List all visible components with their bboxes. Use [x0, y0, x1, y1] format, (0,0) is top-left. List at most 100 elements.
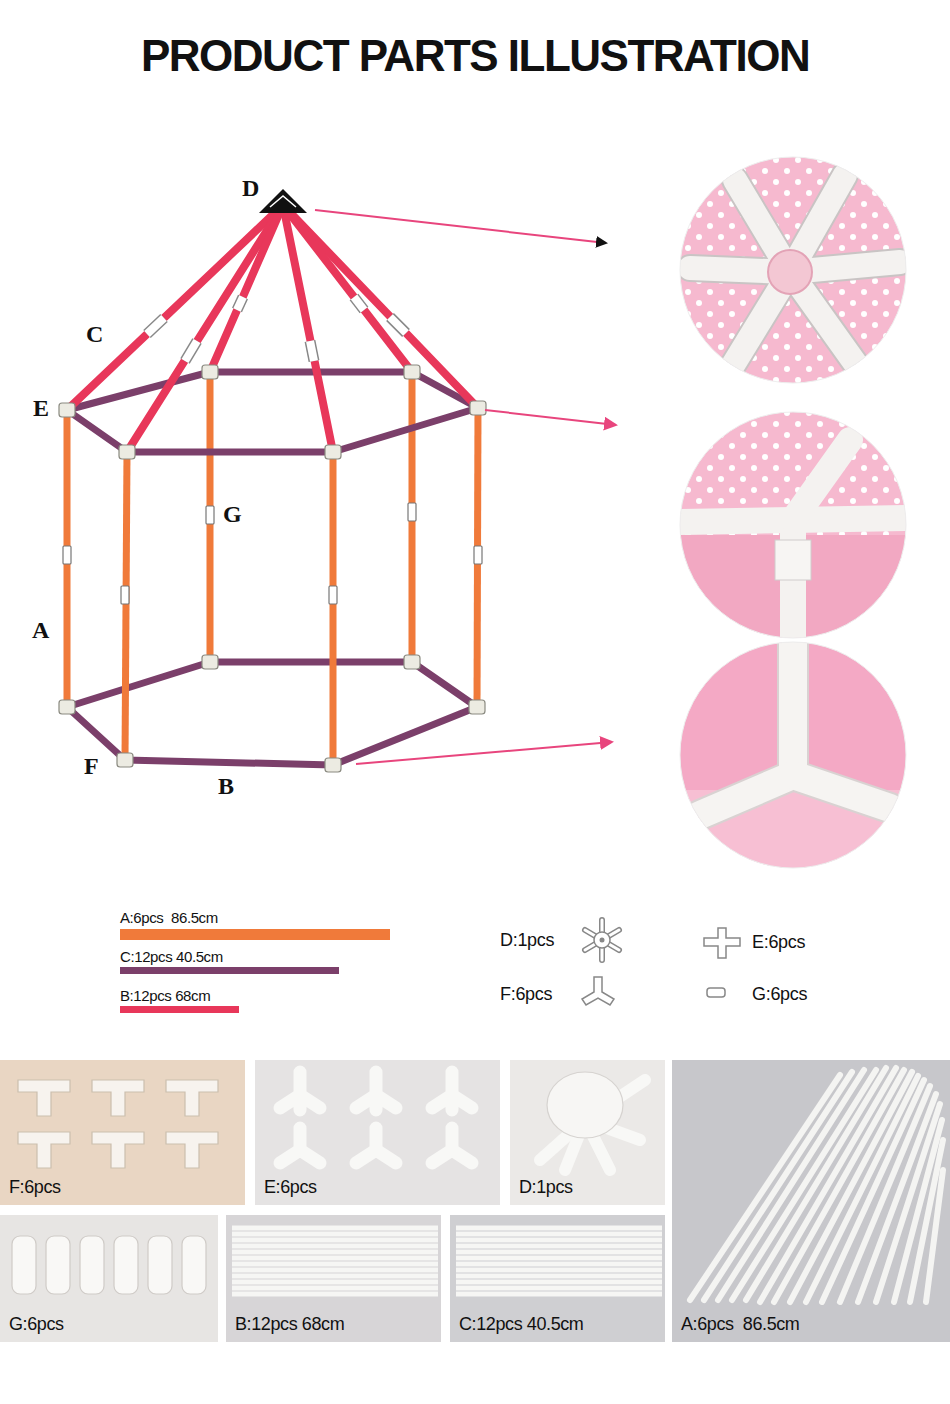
- tent-frame: [408, 503, 416, 521]
- tent-frame: [64, 410, 71, 707]
- tent-frame: [63, 503, 482, 604]
- detail-photo: [775, 540, 811, 580]
- tent-frame: [117, 753, 133, 767]
- leader-arrow: [315, 210, 616, 764]
- detail-photo: [690, 175, 900, 370]
- detail-photo: [700, 775, 793, 815]
- legend-label: G:6pcs: [752, 984, 807, 1006]
- tent-frame: [390, 317, 406, 333]
- detail-photo: [680, 412, 906, 638]
- part-letter: D: [242, 176, 259, 200]
- photo-caption: C:12pcs 40.5cm: [459, 1314, 583, 1336]
- tent-frame: [310, 341, 314, 361]
- parts-photo: [46, 1236, 70, 1294]
- tent-frame: [390, 317, 406, 333]
- legend-label: D:1pcs: [500, 930, 554, 952]
- parts-photo: [432, 1072, 472, 1110]
- tent-frame: [325, 758, 341, 772]
- parts-photo: [148, 1236, 172, 1294]
- parts-photo: [232, 1280, 438, 1285]
- parts-photo: [456, 1226, 662, 1231]
- legend-swatch: [120, 967, 339, 974]
- parts-photo: [0, 1060, 245, 1205]
- tent-frame: [469, 700, 485, 714]
- tent-frame: [283, 205, 478, 408]
- parts-photo: [456, 1262, 662, 1267]
- photo-tile: C:12pcs 40.5cm: [450, 1215, 665, 1342]
- parts-photo: [166, 1080, 218, 1116]
- parts-photo: [456, 1256, 662, 1261]
- detail-photo: [690, 175, 900, 370]
- tent-frame: [329, 586, 337, 604]
- photo-tile: B:12pcs 68cm: [226, 1215, 441, 1342]
- detail-photo: [700, 640, 890, 815]
- detail-photo: [793, 775, 890, 808]
- tent-frame: [185, 341, 197, 361]
- parts-photo: [672, 1060, 950, 1342]
- part-letter: E: [33, 396, 49, 420]
- tent-frame: [59, 700, 75, 714]
- parts-photo: [182, 1236, 206, 1294]
- parts-photo: [280, 1072, 472, 1163]
- legend-label: A:6pcs 86.5cm: [120, 909, 218, 927]
- tent-frame: [147, 318, 164, 334]
- parts-photo: [12, 1236, 36, 1294]
- tent-frame: [206, 506, 214, 524]
- legend-icon: [582, 920, 740, 1005]
- parts-photo: [547, 1072, 623, 1138]
- legend-label: E:6pcs: [752, 932, 805, 954]
- leader-arrow: [315, 210, 606, 243]
- tent-frame: [119, 445, 135, 459]
- photo-caption: A:6pcs 86.5cm: [681, 1314, 799, 1336]
- tent-frame: [127, 205, 283, 452]
- photo-tile: G:6pcs: [0, 1215, 218, 1342]
- tent-frame: [147, 297, 406, 361]
- parts-photo: [232, 1238, 438, 1243]
- tent-frame: [474, 546, 482, 564]
- detail-photo: [700, 640, 890, 815]
- legend-swatch: [120, 929, 390, 940]
- detail-photo: [670, 150, 920, 880]
- parts-photo: [356, 1128, 396, 1163]
- detail-photo: [680, 157, 906, 383]
- part-letter: C: [86, 322, 103, 346]
- parts-photo: [450, 1215, 665, 1342]
- tent-frame: [354, 297, 364, 310]
- parts-photo: [280, 1072, 320, 1110]
- legend-icon: [594, 932, 610, 948]
- parts-photo: [456, 1280, 662, 1285]
- part-letter: A: [32, 618, 49, 642]
- detail-photo: [793, 775, 890, 808]
- photo-caption: F:6pcs: [9, 1177, 61, 1199]
- detail-photo: [670, 405, 920, 650]
- parts-photo: [80, 1236, 104, 1294]
- tent-frame: [259, 189, 307, 213]
- detail-photo: [768, 250, 812, 294]
- parts-photo: [456, 1232, 662, 1237]
- parts-photo: [226, 1215, 441, 1342]
- legend-icon: [585, 920, 619, 960]
- tent-frame: [147, 318, 164, 334]
- tent-frame: [207, 372, 214, 662]
- tent-frame: [310, 341, 314, 361]
- legend-label: C:12pcs 40.5cm: [120, 948, 223, 966]
- tent-frame: [210, 205, 283, 372]
- parts-photo: [456, 1238, 662, 1243]
- photo-caption: E:6pcs: [264, 1177, 317, 1199]
- tent-frame: [237, 297, 243, 310]
- photo-tile: D:1pcs: [510, 1060, 665, 1205]
- tent-frame: [404, 655, 420, 669]
- part-letter: G: [223, 502, 242, 526]
- tent-frame: [67, 372, 478, 765]
- tent-frame: [185, 341, 197, 361]
- legend-icon: [704, 928, 740, 958]
- photo-tile: F:6pcs: [0, 1060, 245, 1205]
- tent-frame: [63, 546, 71, 564]
- parts-photo: [280, 1128, 320, 1163]
- photo-tile: A:6pcs 86.5cm: [672, 1060, 950, 1342]
- parts-photo: [356, 1072, 396, 1110]
- leader-arrow: [485, 410, 616, 425]
- detail-photo: [779, 640, 807, 770]
- parts-photo: [456, 1250, 662, 1255]
